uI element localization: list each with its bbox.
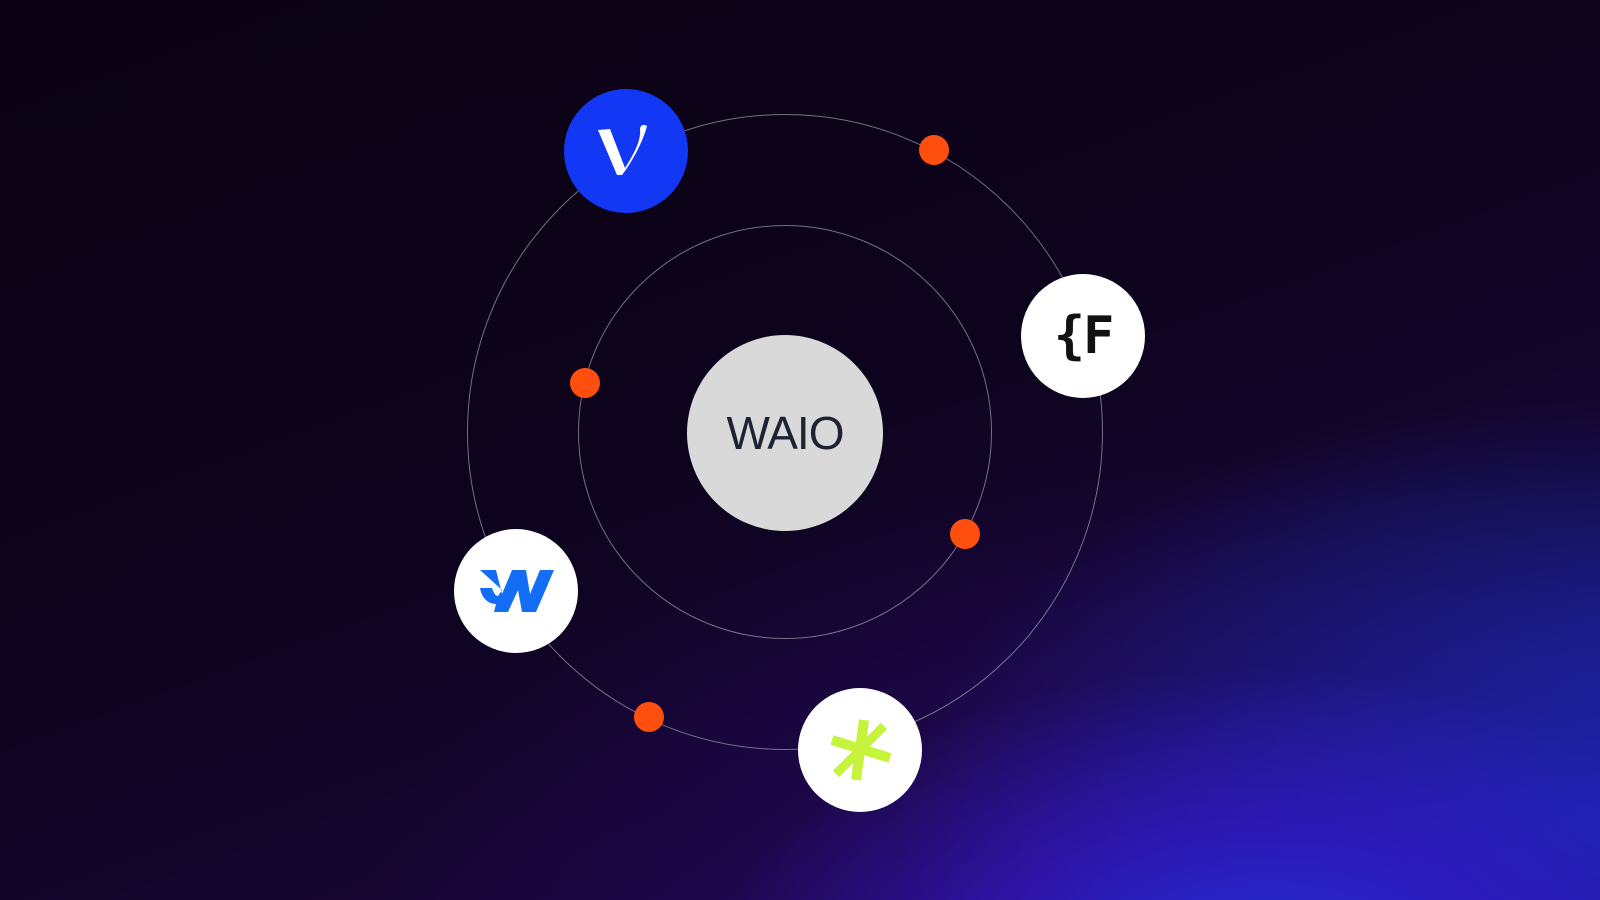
asterisk-icon xyxy=(830,719,892,781)
framework-label: {F xyxy=(1053,306,1115,366)
center-hub: WAIO xyxy=(687,335,883,531)
asterisk-node xyxy=(798,688,922,812)
orbit-dot xyxy=(570,368,600,398)
orbit-dot xyxy=(919,135,949,165)
inner-orbit-ring xyxy=(578,225,992,639)
framework-node: {F xyxy=(1021,274,1145,398)
orbit-dot xyxy=(950,519,980,549)
webflow-w-icon xyxy=(480,570,554,612)
center-hub-label: WAIO xyxy=(726,407,845,459)
orbit-dot xyxy=(634,702,664,732)
vimeo-node xyxy=(564,89,688,213)
vimeo-v-icon xyxy=(598,125,647,175)
webflow-node xyxy=(454,529,578,653)
outer-orbit-ring xyxy=(467,114,1103,750)
